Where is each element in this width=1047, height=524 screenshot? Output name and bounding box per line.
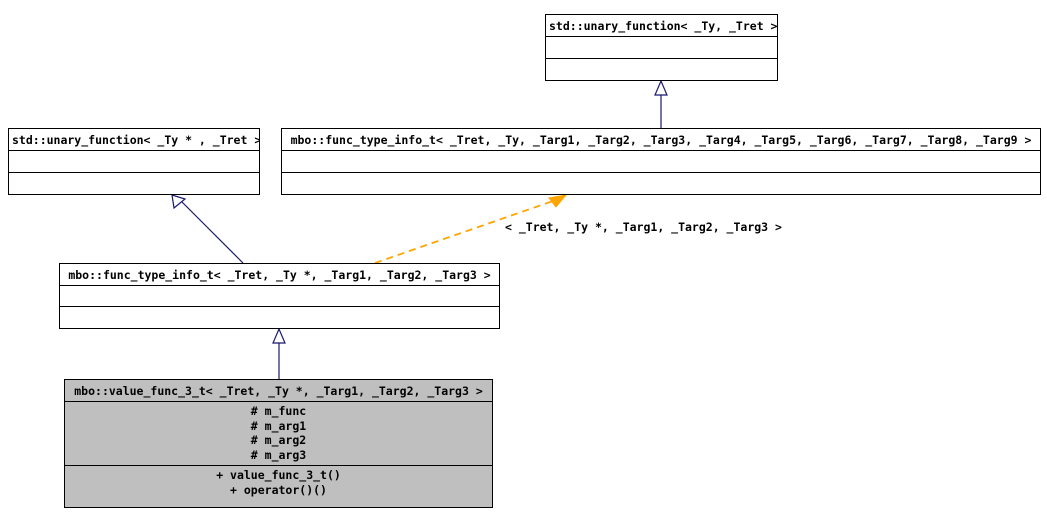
class-box-mbo-func-type-info-t-3[interactable]: mbo::func_type_info_t< _Tret, _Ty *, _Ta… [59, 263, 500, 329]
edge-template-binding-line [374, 200, 554, 264]
edge-inherit-left [171, 194, 244, 264]
class-box-mbo-value-func-3-t[interactable]: mbo::value_func_3_t< _Tret, _Ty *, _Targ… [64, 379, 493, 508]
class-name-mbo-value-func-3-t: mbo::value_func_3_t< _Tret, _Ty *, _Targ… [74, 384, 483, 398]
edge-template-binding [374, 194, 568, 264]
class-box-std-unary-function-ty-tret[interactable]: std::unary_function< _Ty, _Tret > [545, 14, 778, 81]
edge-label-template-binding: < _Tret, _Ty *, _Targ1, _Targ2, _Targ3 > [505, 220, 782, 234]
class-name-std-unary-function-ty-tret: std::unary_function< _Ty, _Tret > [549, 19, 777, 33]
class-name-mbo-func-type-info-t-9: mbo::func_type_info_t< _Tret, _Ty, _Targ… [290, 133, 1032, 147]
edge-inherit-top [654, 79, 668, 128]
operations-compartment-2 [282, 172, 1040, 194]
attributes-compartment-4: # m_func # m_arg1 # m_arg2 # m_arg3 [65, 401, 492, 465]
attributes-compartment-2 [282, 150, 1040, 172]
attribute-m-arg2: # m_arg2 [250, 433, 307, 448]
edge-inherit-bottom [272, 327, 286, 379]
class-box-mbo-func-type-info-t-9[interactable]: mbo::func_type_info_t< _Tret, _Ty, _Targ… [281, 128, 1041, 195]
operations-compartment-4: + value_func_3_t() + operator()() [65, 465, 492, 500]
inheritance-arrowhead-bottom [272, 327, 286, 344]
class-name-std-unary-function-typtr-tret: std::unary_function< _Ty * , _Tret > [12, 133, 259, 147]
attribute-m-arg3: # m_arg3 [250, 447, 307, 462]
class-box-std-unary-function-typtr-tret[interactable]: std::unary_function< _Ty * , _Tret > [8, 128, 260, 195]
template-binding-arrowhead [548, 194, 568, 208]
attribute-m-arg1: # m_arg1 [250, 418, 307, 433]
class-name-mbo-func-type-info-t-3: mbo::func_type_info_t< _Tret, _Ty *, _Ta… [68, 268, 491, 282]
operation-operator-call: + operator()() [230, 482, 327, 497]
operations-compartment-0 [546, 58, 777, 80]
attribute-m-func: # m_func [250, 404, 307, 418]
inheritance-arrowhead-left [171, 194, 187, 210]
inheritance-arrowhead-top [654, 79, 668, 96]
edge-inherit-left-line [181, 201, 244, 264]
attributes-compartment-1 [9, 150, 259, 172]
operations-compartment-1 [9, 172, 259, 194]
operation-value-func-3-t-ctor: + value_func_3_t() [216, 468, 341, 483]
attributes-compartment-0 [546, 36, 777, 58]
attributes-compartment-3 [60, 285, 499, 306]
operations-compartment-3 [60, 306, 499, 328]
